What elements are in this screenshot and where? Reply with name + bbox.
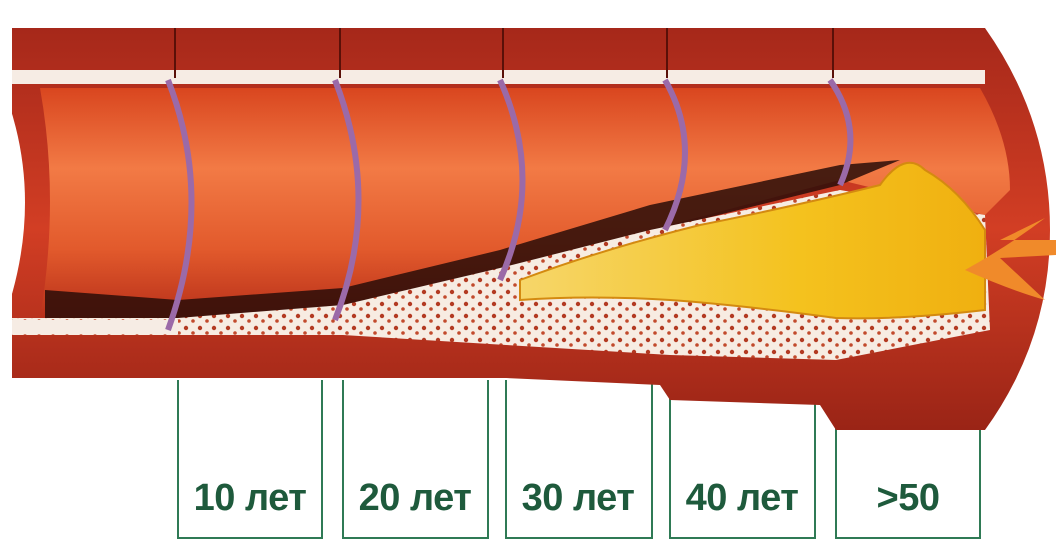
age-label-40: 40 лет (672, 470, 812, 526)
age-label-10: 10 лет (180, 470, 320, 526)
age-label-20: 20 лет (345, 470, 485, 526)
age-label-50: >50 (838, 470, 978, 526)
intima-bottom (12, 320, 178, 334)
age-label-30: 30 лет (508, 470, 648, 526)
